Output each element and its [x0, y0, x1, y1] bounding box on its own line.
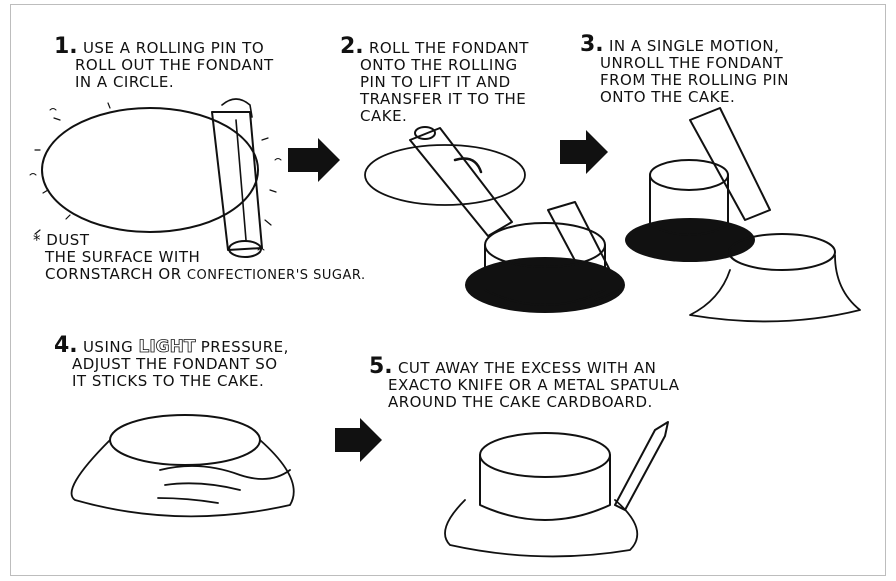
step-2-line-5: CAKE. — [360, 107, 407, 125]
step-4: 4. USING LIGHT PRESSURE, ADJUST THE FOND… — [54, 337, 289, 390]
step-2-line-4: TRANSFER IT TO THE — [360, 90, 526, 108]
step-3-line-3: FROM THE ROLLING PIN — [600, 71, 789, 89]
step2-rolling-pin — [365, 127, 525, 236]
step-3-line-1: IN A SINGLE MOTION, — [609, 37, 779, 55]
arrow-3-icon — [335, 418, 382, 462]
step-4-emphasis: LIGHT — [139, 337, 196, 357]
step-5-line-1: CUT AWAY THE EXCESS WITH AN — [398, 359, 656, 377]
dusting-note: * DUST THE SURFACE WITH CORNSTARCH OR CO… — [33, 232, 366, 284]
step-4-pre: USING — [83, 338, 133, 356]
step-4-line-2: IT STICKS TO THE CAKE. — [72, 372, 264, 390]
note-line-3b: CONFECTIONER'S SUGAR. — [187, 268, 366, 283]
step-5-line-2: EXACTO KNIFE OR A METAL SPATULA — [388, 376, 679, 394]
step-4-post: PRESSURE, — [201, 338, 289, 356]
arrow-2-icon — [560, 130, 608, 174]
step1-fondant-circle — [30, 103, 281, 250]
step3-cakes — [625, 108, 860, 321]
step-1-line-1: USE A ROLLING PIN TO — [83, 39, 264, 57]
note-line-2: THE SURFACE WITH — [45, 248, 200, 266]
step-2-line-1: ROLL THE FONDANT — [369, 39, 529, 57]
step-4-line-1: ADJUST THE FONDANT SO — [72, 355, 278, 373]
step-3-line-2: UNROLL THE FONDANT — [600, 54, 783, 72]
step-2-line-3: PIN TO LIFT IT AND — [360, 73, 511, 91]
step-1: 1. USE A ROLLING PIN TO ROLL OUT THE FON… — [54, 38, 274, 91]
step5-cake-knife — [445, 422, 668, 556]
step-5: 5. CUT AWAY THE EXCESS WITH AN EXACTO KN… — [369, 358, 679, 411]
step-3: 3. IN A SINGLE MOTION, UNROLL THE FONDAN… — [580, 36, 789, 106]
step2-cake — [465, 202, 625, 313]
step-2-line-2: ONTO THE ROLLING — [360, 56, 518, 74]
note-line-3a: CORNSTARCH OR — [45, 265, 182, 283]
step4-cake-hands — [72, 415, 294, 516]
step-1-line-2: ROLL OUT THE FONDANT — [75, 56, 274, 74]
step-3-line-4: ONTO THE CAKE. — [600, 88, 735, 106]
note-line-1: * DUST — [33, 231, 89, 249]
step-1-line-3: IN A CIRCLE. — [75, 73, 174, 91]
step-5-line-3: AROUND THE CAKE CARDBOARD. — [388, 393, 653, 411]
step-2: 2. ROLL THE FONDANT ONTO THE ROLLING PIN… — [340, 38, 529, 125]
arrow-1-icon — [288, 138, 340, 182]
